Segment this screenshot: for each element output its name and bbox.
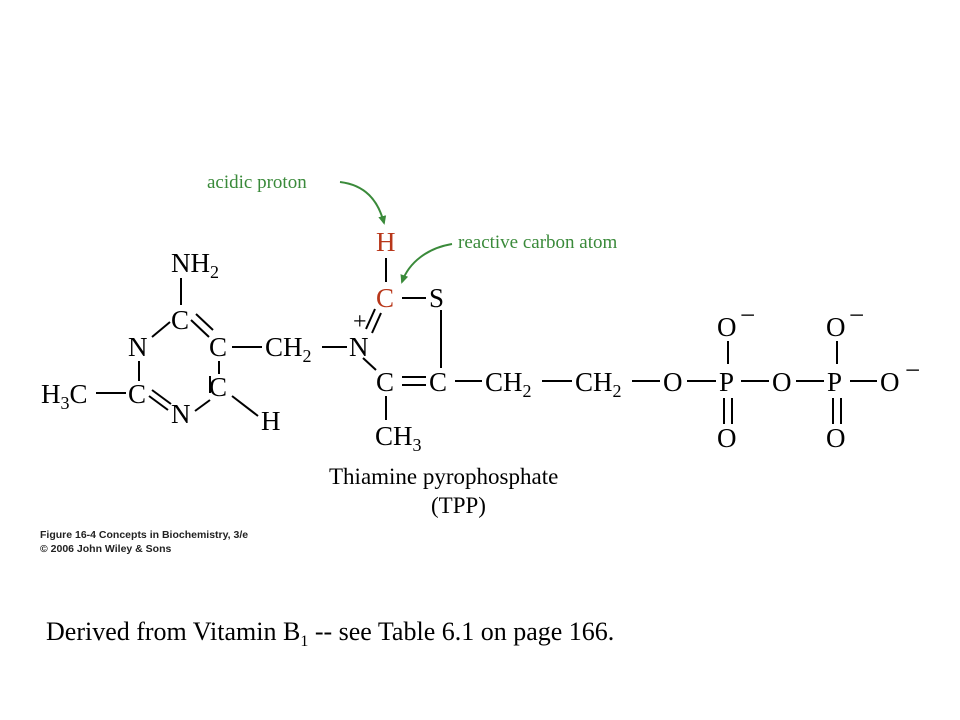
- phosphate-oxygen-top-2: O: [826, 312, 846, 342]
- methyl-group: CH3: [375, 421, 422, 455]
- acidic-proton-arrow: [339, 181, 387, 225]
- reactive-carbon-label: reactive carbon atom: [458, 232, 618, 253]
- footer-rest: -- see Table 6.1 on page 166.: [308, 617, 615, 646]
- terminal-oxygen-charge: −: [905, 355, 920, 385]
- molecule-name: Thiamine pyrophosphate: [329, 464, 558, 489]
- thiazole-carbon-5: C: [429, 367, 447, 397]
- bridge-oxygen-2: O: [772, 367, 792, 397]
- thiazolium-nitrogen: N: [349, 332, 369, 362]
- acidic-hydrogen: H: [376, 227, 396, 257]
- phosphorus-2: P: [827, 367, 842, 397]
- ring-nitrogen-bottom: N: [171, 399, 191, 429]
- acidic-proton-label: acidic proton: [207, 172, 307, 193]
- h3c-group: H3C: [41, 379, 88, 413]
- bridge-oxygen-1: O: [663, 367, 683, 397]
- ring-carbon-bottom-left: C: [128, 379, 146, 409]
- ch2-chain-b: CH2: [575, 367, 622, 401]
- positive-charge: +: [353, 309, 367, 335]
- phosphate-oxygen-double-1: O: [717, 423, 737, 453]
- reactive-carbon: C: [376, 283, 394, 313]
- figure-credit: Figure 16-4 Concepts in Biochemistry, 3/…: [40, 528, 248, 556]
- thiazole-carbon-4: C: [376, 367, 394, 397]
- reactive-carbon-arrow: [400, 243, 453, 284]
- ch2-linker: CH2: [265, 332, 312, 366]
- footer-note: Derived from Vitamin B1 -- see Table 6.1…: [46, 617, 614, 651]
- bond-lines: [96, 258, 877, 424]
- ring-carbon-bottom-right: C: [209, 372, 227, 402]
- footer-text: Derived from Vitamin B: [46, 617, 301, 646]
- sulfur-atom: S: [429, 283, 444, 313]
- ring-nitrogen-left: N: [128, 332, 148, 362]
- figure-credit-line-2: © 2006 John Wiley & Sons: [40, 543, 172, 555]
- phosphate-oxygen-top-1-charge: −: [740, 300, 755, 330]
- phosphorus-1: P: [719, 367, 734, 397]
- nh2-group: NH2: [171, 248, 219, 282]
- phosphate-oxygen-double-2: O: [826, 423, 846, 453]
- terminal-oxygen: O: [880, 367, 900, 397]
- figure-credit-line-1: Figure 16-4 Concepts in Biochemistry, 3/…: [40, 529, 249, 541]
- phosphate-oxygen-top-2-charge: −: [849, 300, 864, 330]
- footer-subscript: 1: [300, 633, 309, 651]
- ring-hydrogen: H: [261, 406, 281, 436]
- molecule-abbreviation: (TPP): [431, 493, 486, 518]
- ch2-chain-a: CH2: [485, 367, 532, 401]
- ring-carbon-right: C: [209, 332, 227, 362]
- ring-carbon-top: C: [171, 305, 189, 335]
- phosphate-oxygen-top-1: O: [717, 312, 737, 342]
